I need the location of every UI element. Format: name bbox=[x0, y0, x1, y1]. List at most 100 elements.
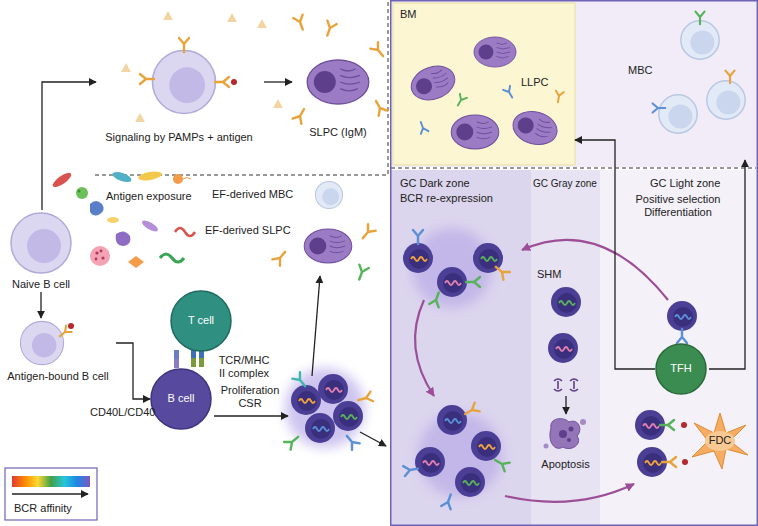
antigen-triangles-part bbox=[227, 13, 237, 22]
dark-zone-cells-part bbox=[429, 291, 443, 308]
cell-illustration bbox=[618, 8, 753, 160]
gray-zone-cells-part bbox=[565, 396, 566, 414]
cell-illustration bbox=[5, 210, 77, 276]
proliferating-cluster-part bbox=[333, 401, 363, 431]
light-zone-cells-part bbox=[677, 329, 687, 343]
panel-backgrounds-part bbox=[391, 1, 758, 526]
antigen-triangles-part bbox=[273, 99, 283, 108]
cell-body bbox=[656, 344, 706, 394]
free-antibodies-part bbox=[323, 21, 337, 38]
light-zone-cells-part bbox=[662, 457, 676, 467]
light-zone-cells-part bbox=[667, 301, 697, 331]
process-arrows-part bbox=[360, 432, 386, 446]
cell-glyph bbox=[179, 38, 189, 52]
node-label: T cell bbox=[170, 314, 232, 327]
cell-glyph bbox=[726, 71, 735, 84]
pathogen-icons-part bbox=[76, 187, 88, 199]
panel-backgrounds-part bbox=[393, 3, 575, 165]
connector-arrow bbox=[116, 343, 150, 399]
node-label: GC Light zone bbox=[650, 177, 720, 190]
process-label: SHM bbox=[537, 268, 561, 281]
fdc-cell: FDC bbox=[688, 409, 754, 473]
pathogen-icons-part bbox=[78, 190, 81, 193]
cell-body bbox=[171, 291, 231, 351]
cell-glyph bbox=[315, 181, 342, 208]
pathogen-icons-part bbox=[173, 174, 183, 184]
process-label: Proliferation CSR bbox=[214, 384, 286, 410]
panel-backgrounds-part bbox=[531, 170, 600, 525]
receptor-pairs-part bbox=[199, 358, 204, 367]
process-arrows-part bbox=[312, 276, 320, 376]
connector-arrow bbox=[42, 82, 96, 210]
dark-zone-band: GC Dark zoneBCR re-expression bbox=[393, 171, 531, 523]
dark-zone-cells-part bbox=[493, 263, 510, 280]
cell-illustration bbox=[533, 411, 598, 457]
antigen-triangles-part bbox=[257, 19, 267, 28]
proliferating-cluster-part bbox=[318, 374, 348, 404]
process-arrows-part bbox=[214, 415, 288, 416]
cell-glyph bbox=[509, 107, 561, 150]
connector-group bbox=[41, 82, 745, 399]
pathogen-icons-part bbox=[128, 256, 144, 268]
gray-zone-cells-part bbox=[551, 287, 581, 317]
light-zone-cells-part bbox=[660, 420, 674, 430]
gray-zone-band: GC Gray zoneApoptosis bbox=[531, 171, 600, 523]
cell-illustration bbox=[297, 222, 359, 270]
free-antibodies-part bbox=[370, 42, 387, 59]
proliferating-cluster-part bbox=[305, 413, 335, 443]
connector-arrow bbox=[40, 292, 41, 318]
bone-marrow-region: BMLLPC bbox=[393, 3, 575, 165]
free-antibodies-part bbox=[293, 15, 307, 32]
pathogen-icons-part bbox=[183, 178, 191, 180]
pathogen-icons-part bbox=[101, 256, 104, 259]
dark-zone-cells-part bbox=[437, 405, 467, 435]
node-label: BM bbox=[400, 8, 417, 21]
pathogen-icons-part bbox=[95, 258, 98, 261]
cell-glyph bbox=[11, 213, 71, 273]
plasma-cell: SLPC (IgM) bbox=[292, 40, 386, 142]
pathogen-icons-part bbox=[107, 217, 119, 223]
memory-b-cells: MBC bbox=[618, 8, 753, 160]
dark-zone-cells-part bbox=[471, 431, 501, 461]
dark-zone-cells-part bbox=[403, 243, 433, 273]
node-label: FDC bbox=[688, 434, 752, 447]
cell-glyph bbox=[451, 115, 499, 149]
cell-illustration bbox=[2, 318, 114, 368]
cell-glyph bbox=[659, 95, 697, 133]
panel-backgrounds-part bbox=[391, 168, 756, 169]
cell-glyph bbox=[454, 94, 467, 108]
cell-illustration bbox=[312, 178, 346, 212]
panel-backgrounds-part bbox=[600, 170, 756, 525]
cell-glyph bbox=[417, 121, 428, 134]
pathogen-icons-part bbox=[175, 228, 195, 236]
node-label: MBC bbox=[628, 64, 652, 77]
b-cell: B cell bbox=[150, 368, 214, 430]
proliferating-cluster-part bbox=[292, 372, 309, 389]
t-cell: T cell bbox=[170, 290, 234, 352]
free-antibodies-part bbox=[359, 224, 376, 241]
light-zone-band: GC Light zonePositive selection Differen… bbox=[600, 171, 755, 523]
cell-body bbox=[151, 369, 211, 429]
proliferating-cluster bbox=[284, 368, 373, 450]
dark-zone-cells-part bbox=[466, 277, 480, 287]
naive-b-cell: Naive B cell bbox=[5, 210, 79, 292]
connector-arrow bbox=[575, 140, 655, 369]
light-zone-cells-part bbox=[681, 422, 687, 428]
dark-zone-cells-part bbox=[437, 267, 467, 297]
cell-illustration bbox=[403, 28, 568, 160]
panel-backgrounds bbox=[95, 0, 757, 525]
dark-zone-cells-part bbox=[403, 464, 419, 476]
cell-glyph bbox=[231, 79, 237, 85]
node-label: Antigen-bound B cell bbox=[2, 370, 114, 383]
cell-glyph bbox=[304, 229, 352, 263]
pathogen-icons-part bbox=[111, 170, 133, 184]
apoptotic-cell: Apoptosis bbox=[533, 411, 600, 473]
panel-backgrounds-part bbox=[391, 170, 531, 525]
node-label: GC Dark zone bbox=[400, 177, 470, 190]
node-sublabel: Positive selection Differentiation bbox=[627, 193, 729, 219]
free-antibodies-part bbox=[272, 249, 289, 266]
antigen-triangles-part bbox=[163, 11, 173, 20]
dark-zone-cells-part bbox=[493, 456, 510, 472]
